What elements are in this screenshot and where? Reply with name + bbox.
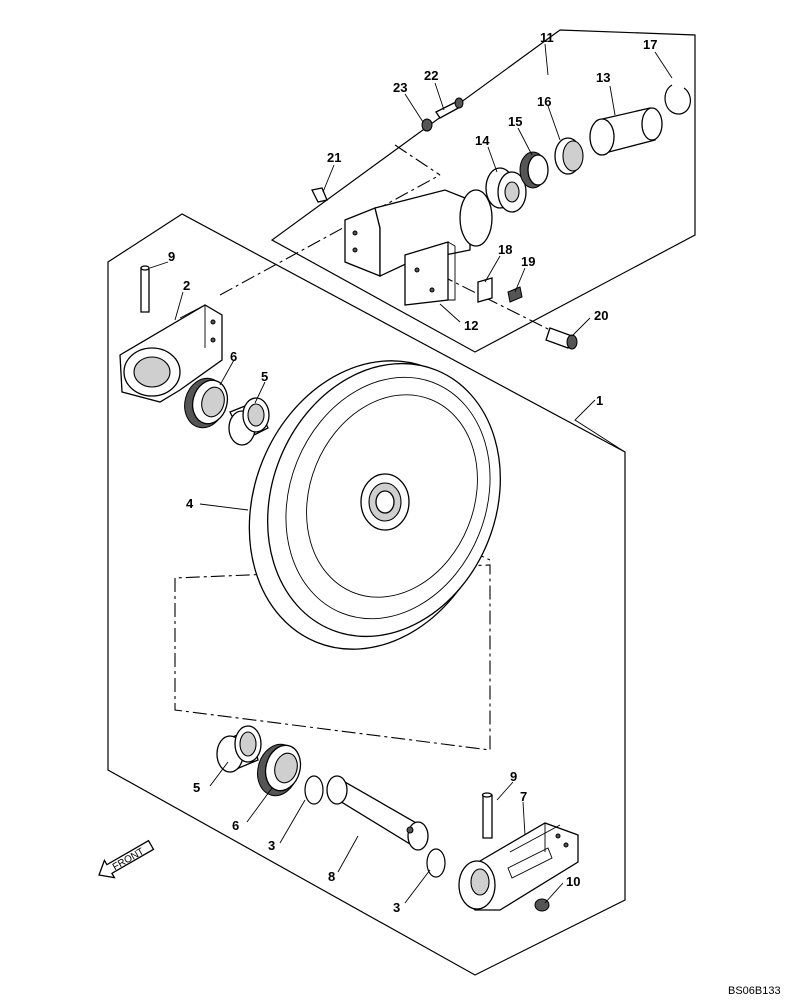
callout-19: 19 — [521, 254, 535, 269]
center-line-lower — [174, 564, 491, 751]
callout-17: 17 — [643, 37, 657, 52]
seal-upper — [184, 377, 229, 429]
idler-wheel — [248, 360, 501, 650]
sleeve-13 — [589, 107, 663, 156]
callout-8: 8 — [328, 869, 335, 884]
callout-5-upper: 5 — [261, 369, 268, 384]
callout-1: 1 — [596, 393, 603, 408]
bolt-22 — [435, 97, 464, 119]
callout-23: 23 — [393, 80, 407, 95]
callout-9-lower: 9 — [510, 769, 517, 784]
callout-18: 18 — [498, 242, 512, 257]
block-axis-line — [439, 274, 561, 336]
callout-4: 4 — [186, 496, 194, 511]
callout-14: 14 — [475, 133, 490, 148]
leader-lines — [149, 43, 673, 904]
callout-3-left: 3 — [268, 838, 275, 853]
seal-ring-15 — [519, 151, 549, 189]
callout-5-lower: 5 — [193, 780, 200, 795]
cylinder-block — [344, 189, 493, 306]
o-ring-left — [304, 775, 324, 805]
pin-lower — [481, 792, 493, 839]
bushing-upper — [228, 397, 270, 446]
drawing-reference: BS06B133 — [728, 985, 781, 997]
shaft — [326, 775, 429, 851]
callout-12: 12 — [464, 318, 478, 333]
center-line-upper — [219, 144, 441, 296]
callout-13: 13 — [596, 70, 610, 85]
callout-21: 21 — [327, 150, 341, 165]
grease-fitting-20 — [545, 327, 578, 350]
pin-upper — [140, 265, 150, 313]
seal-lower — [257, 743, 302, 797]
ring-16 — [554, 137, 584, 175]
callout-7: 7 — [520, 789, 527, 804]
piston-14 — [485, 167, 527, 213]
callout-11: 11 — [540, 30, 554, 45]
callout-22: 22 — [424, 68, 438, 83]
callout-6-upper: 6 — [230, 349, 237, 364]
callout-2: 2 — [183, 278, 190, 293]
callout-3-right: 3 — [393, 900, 400, 915]
callout-6-lower: 6 — [232, 818, 239, 833]
callout-15: 15 — [508, 114, 522, 129]
bushing-lower — [216, 725, 262, 773]
bracket-left — [119, 304, 223, 403]
bolt-21 — [311, 187, 328, 203]
front-arrow: FRONT — [98, 839, 155, 879]
bracket-right — [458, 822, 579, 911]
front-label: FRONT — [111, 846, 146, 873]
callout-9-upper: 9 — [168, 249, 175, 264]
washer-23 — [421, 118, 433, 132]
plate-18 — [477, 277, 493, 303]
callout-20: 20 — [594, 308, 608, 323]
bolt-19 — [507, 286, 523, 303]
snap-ring-17 — [664, 84, 691, 115]
callout-16: 16 — [537, 94, 551, 109]
callout-10: 10 — [566, 874, 580, 889]
o-ring-right — [426, 848, 446, 878]
assembly-11-boundary — [270, 29, 696, 353]
